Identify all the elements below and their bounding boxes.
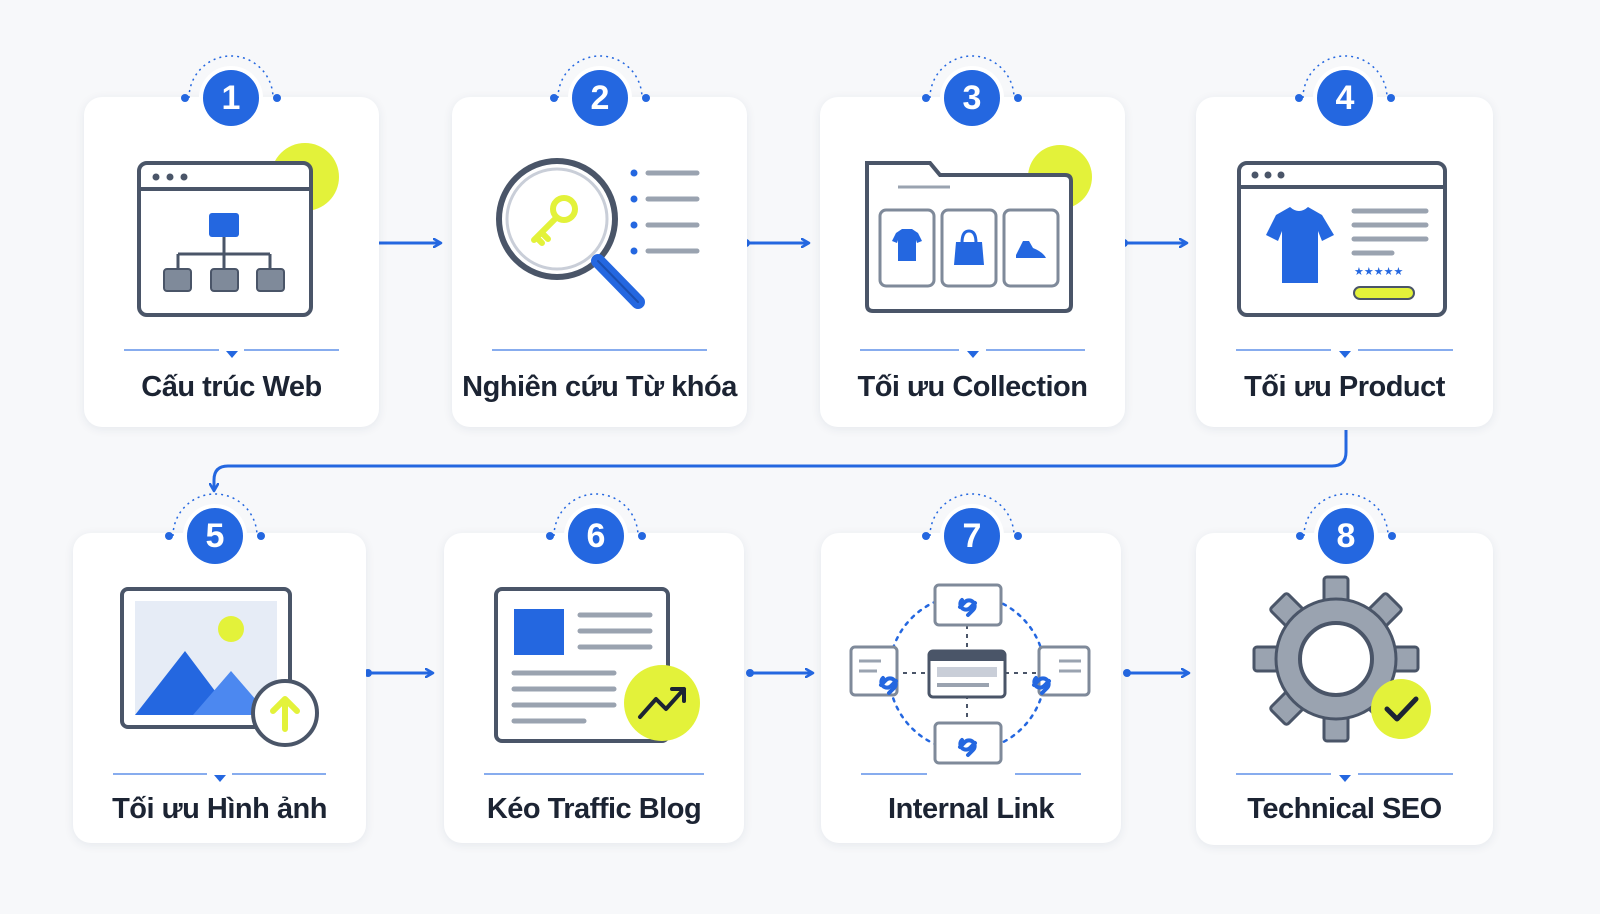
card-divider xyxy=(113,773,326,782)
arrow-4-5 xyxy=(214,430,1348,490)
step-label: Tối ưu Product xyxy=(1244,371,1445,403)
step-card-5: Tối ưu Hình ảnh xyxy=(73,533,366,843)
gear-check-icon xyxy=(1252,575,1431,743)
card-divider xyxy=(124,349,339,358)
step-label: Technical SEO xyxy=(1247,793,1442,825)
badge-ring xyxy=(922,55,1022,102)
card-divider xyxy=(1236,349,1453,358)
website-sitemap-icon xyxy=(137,143,339,317)
product-page-icon: ★★★★★ xyxy=(1237,161,1447,317)
step-label: Cấu trúc Web xyxy=(141,371,322,403)
badge-ring xyxy=(546,493,646,540)
step-label: Kéo Traffic Blog xyxy=(486,793,702,825)
arrow-3-4 xyxy=(1120,239,1186,247)
arrow-1-2 xyxy=(371,239,440,247)
step-card-4: ★★★★★ Tối ưu Product xyxy=(1196,97,1493,427)
badge-ring xyxy=(181,55,281,102)
badge-ring xyxy=(165,493,265,540)
badge-ring xyxy=(1295,55,1395,102)
card-divider xyxy=(1236,773,1453,782)
card-divider xyxy=(484,773,704,775)
badge-ring xyxy=(922,493,1022,540)
arrow-2-3 xyxy=(742,239,808,247)
keyword-search-icon xyxy=(496,158,700,309)
step-number-badge: 7 xyxy=(944,508,1000,564)
step-label: Nghiên cứu Từ khóa xyxy=(462,371,737,403)
step-card-7: Internal Link xyxy=(821,533,1121,843)
badge-ring xyxy=(550,55,650,102)
step-card-8: Technical SEO xyxy=(1196,533,1493,845)
step-label: Tối ưu Hình ảnh xyxy=(112,793,327,825)
card-divider xyxy=(861,773,1081,775)
step-label: Internal Link xyxy=(888,793,1054,825)
step-number-badge: 4 xyxy=(1317,70,1373,126)
arrow-7-8 xyxy=(1123,669,1188,677)
step-number-badge: 5 xyxy=(187,508,243,564)
step-card-6: Kéo Traffic Blog xyxy=(444,533,744,843)
card-divider xyxy=(860,349,1085,358)
card-divider xyxy=(492,349,707,351)
blog-traffic-icon xyxy=(494,587,700,743)
step-card-3: Tối ưu Collection xyxy=(820,97,1125,427)
badge-ring xyxy=(1296,493,1396,540)
step-card-1: Cấu trúc Web xyxy=(84,97,379,427)
step-number-badge: 6 xyxy=(568,508,624,564)
step-number-badge: 3 xyxy=(944,70,1000,126)
arrow-6-7 xyxy=(746,669,812,677)
arrow-5-6 xyxy=(364,669,432,677)
step-card-2: Nghiên cứu Từ khóa xyxy=(452,97,747,427)
step-label: Tối ưu Collection xyxy=(857,371,1089,403)
step-number-badge: 2 xyxy=(572,70,628,126)
step-number-badge: 1 xyxy=(203,70,259,126)
collection-folder-icon xyxy=(865,145,1092,313)
step-number-badge: 8 xyxy=(1318,508,1374,564)
internal-link-icon xyxy=(849,583,1091,765)
image-upload-icon xyxy=(120,587,319,747)
svg-text:★★★★★: ★★★★★ xyxy=(1354,265,1403,278)
